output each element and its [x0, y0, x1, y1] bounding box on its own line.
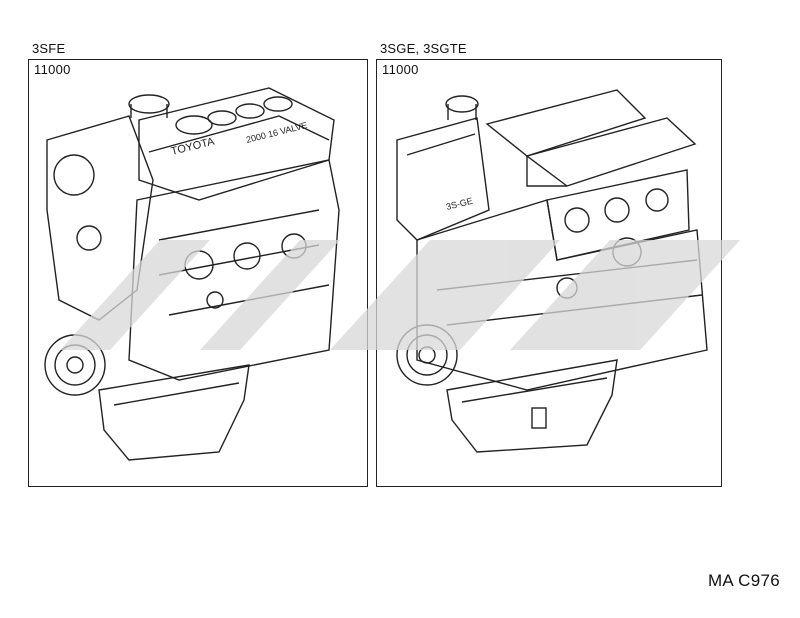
valve-plate-text: 2000 16 VALVE	[245, 120, 308, 145]
engine-panel-3sfe: 11000	[28, 59, 368, 487]
part-number-3sge-3sgte: 11000	[382, 62, 419, 77]
part-number-3sfe: 11000	[34, 62, 71, 77]
cam-cover-brand-text: TOYOTA	[170, 135, 216, 157]
engine-label-3sge-3sgte: 3SGE, 3SGTE	[380, 41, 467, 56]
engine-drawing-3sfe: TOYOTA 2000 16 VALVE	[44, 87, 340, 461]
engine-drawing-3sge-3sgte: 3S-GE	[396, 89, 708, 453]
engine-label-3sfe: 3SFE	[32, 41, 66, 56]
engine-badge-text: 3S-GE	[445, 196, 474, 212]
engine-panel-3sge-3sgte: 11000	[376, 59, 722, 487]
reference-code: MA C976	[707, 571, 780, 590]
